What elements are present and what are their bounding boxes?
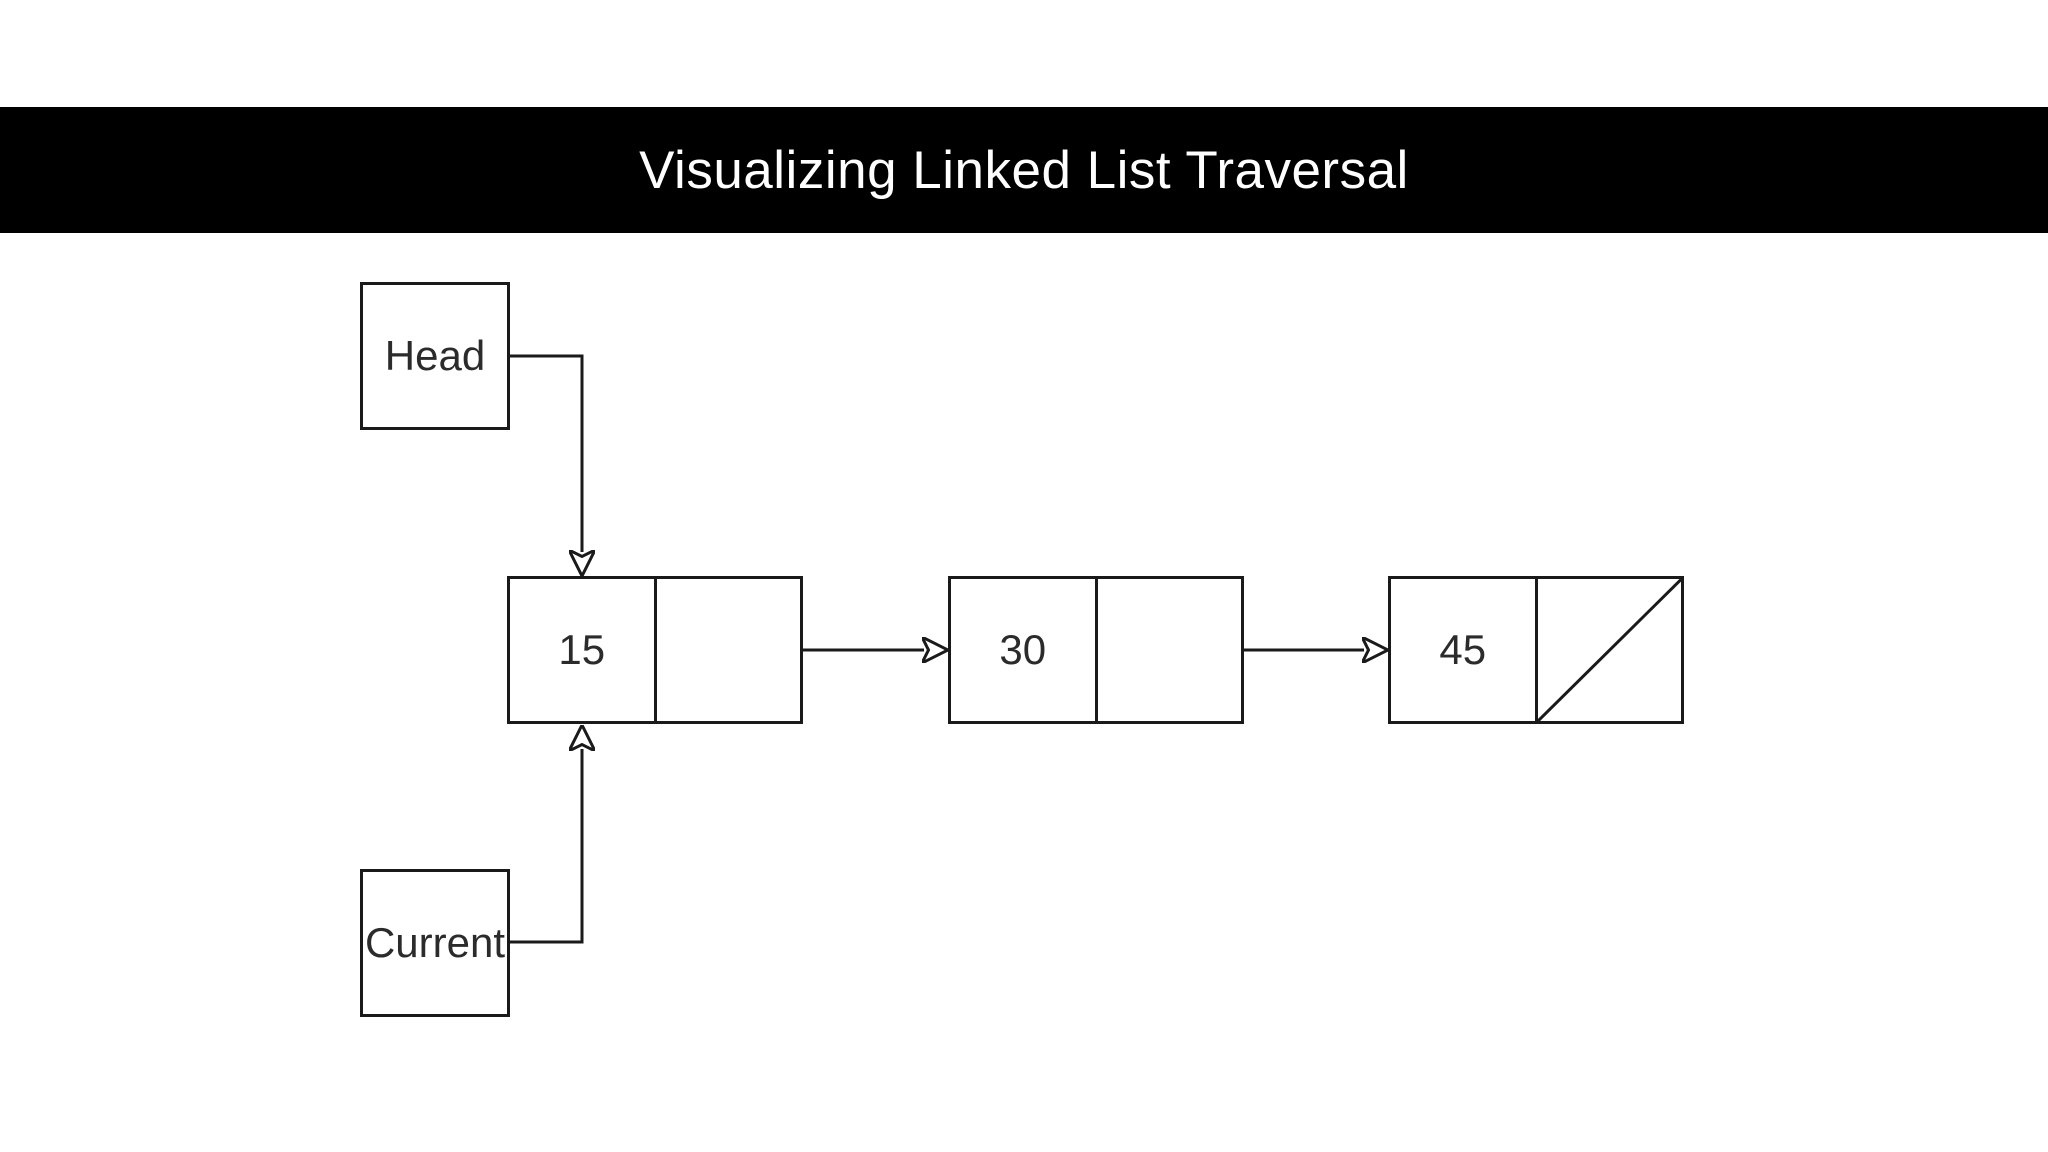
- head-to-node1-arrow: [508, 354, 582, 552]
- title-banner: Visualizing Linked List Traversal: [0, 107, 2048, 233]
- current-to-node1-arrow: [507, 749, 582, 944]
- null-diagonal-icon: [1538, 579, 1682, 721]
- page-title: Visualizing Linked List Traversal: [639, 140, 1409, 200]
- list-node-2: 30: [948, 576, 1244, 724]
- node-1-next-cell: [657, 579, 801, 721]
- node-3-value-cell: 45: [1391, 579, 1538, 721]
- head-pointer-label: Head: [384, 332, 486, 379]
- list-node-1: 15: [507, 576, 803, 724]
- node-1-value-cell: 15: [510, 579, 657, 721]
- list-node-3: 45: [1388, 576, 1684, 724]
- node-2-value: 30: [999, 626, 1047, 673]
- node-2-value-cell: 30: [951, 579, 1098, 721]
- head-pointer-box: Head: [360, 282, 510, 430]
- node-1-value: 15: [558, 626, 606, 673]
- current-pointer-label: Current: [364, 919, 506, 966]
- node-2-next-cell: [1098, 579, 1242, 721]
- node-3-next-cell: [1538, 579, 1682, 721]
- current-pointer-box: Current: [360, 869, 510, 1017]
- node-3-value: 45: [1439, 626, 1487, 673]
